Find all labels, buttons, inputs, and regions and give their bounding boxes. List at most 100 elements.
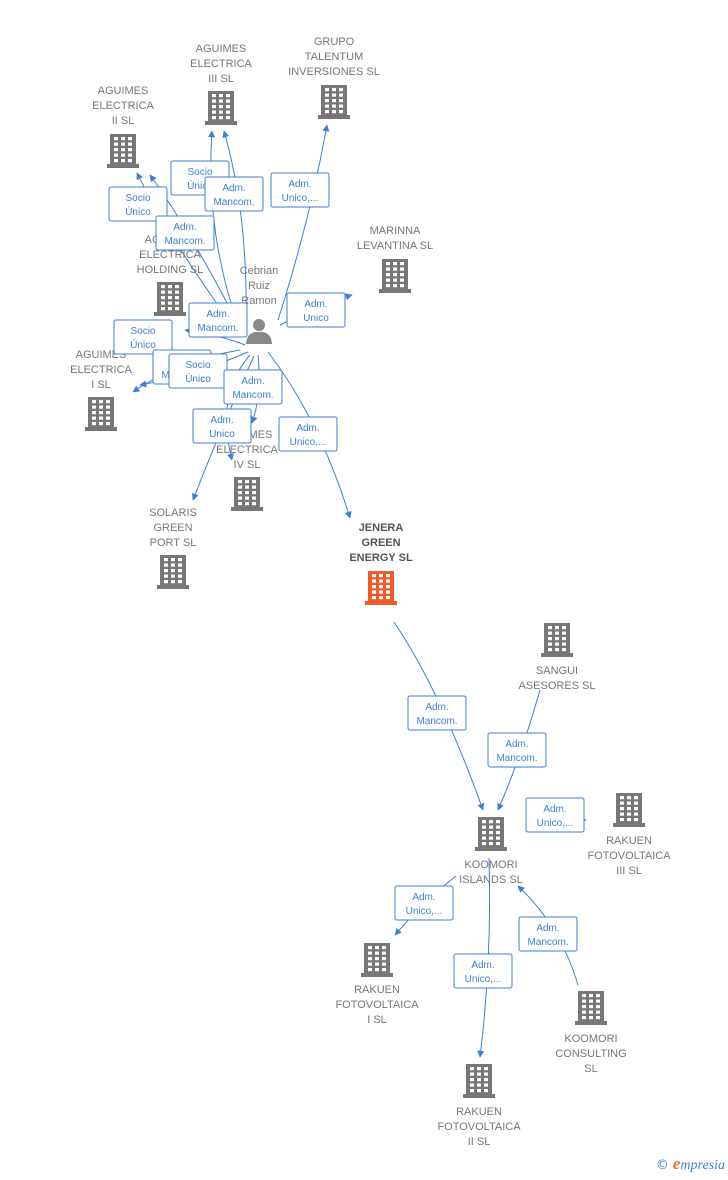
- edge-label[interactable]: Adm.Mancom.: [188, 302, 248, 338]
- building-window: [339, 104, 343, 108]
- node-label: FOTOVOLTAICA: [587, 850, 671, 862]
- building-window: [219, 110, 223, 114]
- building-window: [161, 301, 165, 305]
- building-window: [548, 631, 552, 635]
- building-window: [375, 957, 379, 961]
- building-window: [562, 626, 566, 630]
- edge-label[interactable]: Adm.Unico,...: [394, 885, 454, 921]
- building-base: [107, 164, 139, 168]
- building-icon: [154, 282, 186, 316]
- edge-label-text: Mancom.: [496, 753, 537, 764]
- building-window: [372, 590, 376, 594]
- edge-label[interactable]: Adm.Unico,...: [525, 797, 585, 833]
- building-window: [477, 1078, 481, 1082]
- building-base: [613, 823, 645, 827]
- person-head: [253, 319, 265, 331]
- edge-label[interactable]: Adm.Mancom.: [518, 916, 578, 952]
- building-window: [634, 801, 638, 805]
- building-window: [548, 637, 552, 641]
- building-window: [92, 400, 96, 404]
- building-window: [171, 574, 175, 578]
- building-window: [372, 574, 376, 578]
- building-window: [161, 290, 165, 294]
- brand-footer[interactable]: ©empresia: [656, 1154, 725, 1174]
- building-window: [368, 946, 372, 950]
- building-window: [634, 796, 638, 800]
- edge-label[interactable]: Adm.Unico: [286, 292, 346, 328]
- edge-label[interactable]: Adm.Unico,...: [453, 953, 513, 989]
- edge-label[interactable]: Adm.Unico,...: [278, 416, 338, 452]
- building-window: [325, 110, 329, 114]
- edge-label-box: [270, 172, 330, 208]
- edge-label[interactable]: Adm.Mancom.: [223, 369, 283, 405]
- building-base: [361, 973, 393, 977]
- edge-label-text: Adm.: [222, 183, 245, 194]
- edge-label[interactable]: Adm.Unico: [192, 408, 252, 444]
- building-window: [482, 836, 486, 840]
- edge-label-text: Socio: [125, 193, 150, 204]
- building-window: [548, 626, 552, 630]
- edge-label-text: Mancom.: [232, 390, 273, 401]
- building-window: [393, 262, 397, 266]
- building-base: [205, 121, 237, 125]
- building-window: [484, 1072, 488, 1076]
- edge-label-text: Unico,...: [465, 974, 502, 985]
- edge-label[interactable]: Adm.Mancom.: [204, 176, 264, 212]
- building-window: [252, 496, 256, 500]
- building-window: [106, 400, 110, 404]
- building-window: [386, 590, 390, 594]
- building-window: [171, 569, 175, 573]
- building-window: [168, 307, 172, 311]
- brand-initial: e: [672, 1154, 681, 1173]
- building-base: [157, 585, 189, 589]
- edge-label-box: [108, 186, 168, 222]
- edge-label[interactable]: Adm.Mancom.: [487, 732, 547, 768]
- building-window: [589, 1005, 593, 1009]
- building-window: [339, 99, 343, 103]
- edge-label-text: Único: [125, 205, 151, 218]
- building-window: [489, 831, 493, 835]
- building-window: [178, 580, 182, 584]
- building-window: [252, 485, 256, 489]
- building-window: [178, 563, 182, 567]
- node-label: KOOMORI: [464, 859, 517, 871]
- edge-label-box: [286, 292, 346, 328]
- brand-name: mpresia: [680, 1158, 725, 1173]
- building-window: [106, 411, 110, 415]
- edge-person-to-aguimes3: [208, 130, 239, 326]
- edge-label[interactable]: Adm.Unico,...: [270, 172, 330, 208]
- building-window: [484, 1083, 488, 1087]
- building-window: [386, 574, 390, 578]
- building-window: [582, 1016, 586, 1020]
- person-icon: [246, 319, 272, 344]
- edge-label-box: [407, 695, 467, 731]
- building-window: [470, 1083, 474, 1087]
- edge-label-text: Adm.: [288, 179, 311, 190]
- building-window: [596, 999, 600, 1003]
- building-window: [382, 951, 386, 955]
- building-window: [252, 491, 256, 495]
- building-window: [164, 558, 168, 562]
- building-base: [154, 312, 186, 316]
- building-window: [168, 285, 172, 289]
- edge-label[interactable]: Adm.Mancom.: [407, 695, 467, 731]
- building-window: [634, 807, 638, 811]
- edge-label[interactable]: Adm.Mancom.: [155, 215, 215, 251]
